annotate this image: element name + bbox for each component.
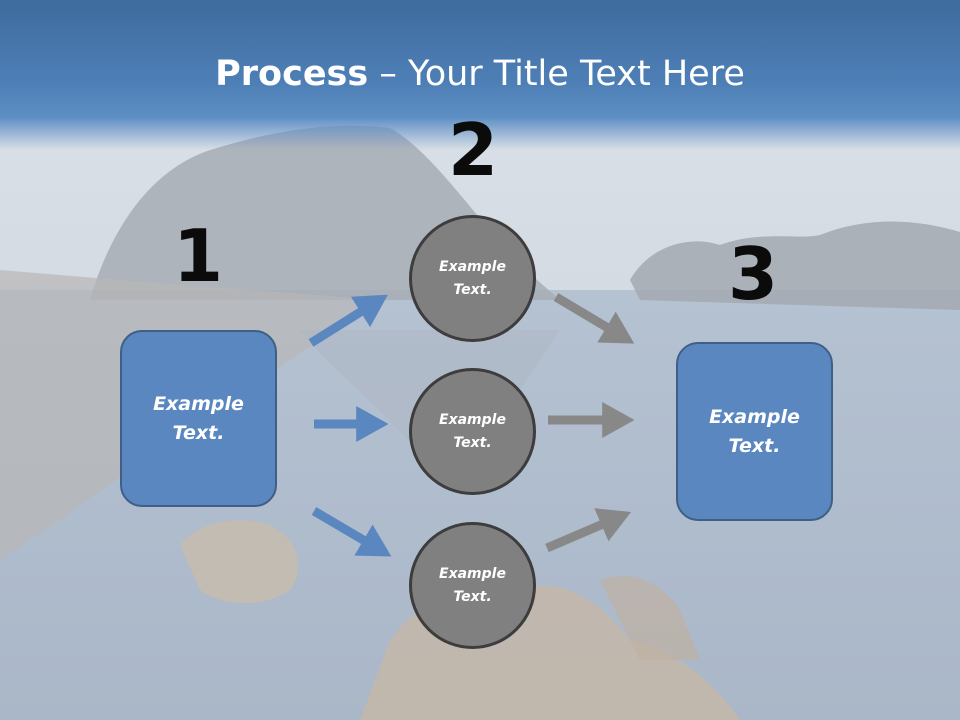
circle-middle-text: Example Text. — [439, 411, 506, 451]
step-3-text: Example Text. — [709, 405, 800, 457]
arrow-top-to-3 — [553, 293, 635, 344]
slide-title: Process – Your Title Text Here — [0, 52, 960, 96]
step-3-number: 3 — [727, 232, 779, 316]
arrow-1-to-bottom — [311, 507, 392, 557]
step-3-box: Example Text. — [676, 342, 833, 521]
arrow-1-to-top — [308, 294, 388, 347]
circle-middle: Example Text. — [409, 368, 536, 495]
circle-bottom: Example Text. — [409, 522, 536, 649]
step-1-box: Example Text. — [120, 330, 277, 507]
step-2-number: 2 — [447, 108, 499, 192]
circle-top: Example Text. — [409, 215, 536, 342]
title-bar — [0, 0, 960, 150]
circle-top-text: Example Text. — [439, 258, 506, 298]
title-bold: Process — [215, 54, 369, 94]
circle-bottom-text: Example Text. — [439, 565, 506, 605]
title-rest: – Your Title Text Here — [368, 54, 745, 94]
arrow-bottom-to-3 — [545, 508, 632, 553]
step-1-text: Example Text. — [153, 392, 244, 444]
step-1-number: 1 — [172, 214, 224, 298]
